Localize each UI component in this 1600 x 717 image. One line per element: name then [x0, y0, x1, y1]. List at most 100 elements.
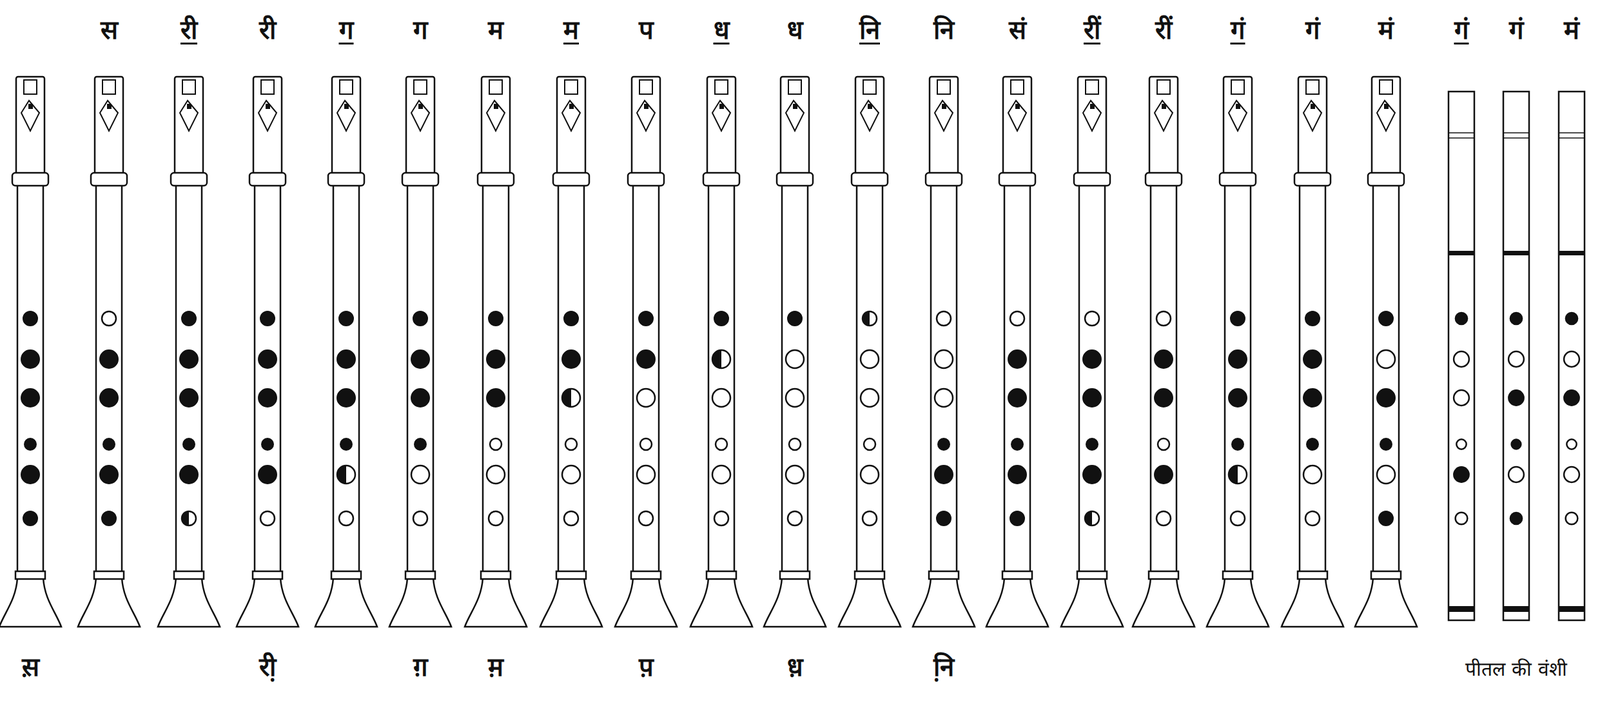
flute-body: [407, 184, 434, 575]
brass-flute: [1558, 91, 1585, 621]
foot-ring: [1077, 571, 1107, 579]
tube-line: [1503, 132, 1530, 134]
recorder-flute: [986, 76, 1049, 627]
labium: [636, 100, 655, 131]
closed-hole: [24, 438, 37, 450]
open-hole: [1456, 439, 1466, 449]
closed-hole: [258, 350, 277, 369]
tube-line: [1558, 132, 1585, 134]
labium: [1082, 100, 1102, 131]
tube-band: [1558, 250, 1585, 256]
flute-body: [96, 184, 122, 575]
half-hole-fill: [1228, 465, 1238, 484]
labium: [411, 100, 430, 131]
recorder-flute: [1355, 76, 1417, 627]
closed-hole: [23, 511, 38, 526]
note-label: नि: [933, 14, 955, 46]
recorder-flute: [157, 76, 220, 627]
closed-hole: [179, 388, 198, 407]
closed-hole: [1510, 512, 1523, 525]
joint-ring: [1367, 172, 1405, 186]
joint-ring: [627, 172, 664, 186]
open-hole: [1376, 350, 1396, 369]
half-hole: [337, 465, 356, 484]
closed-hole: [411, 350, 430, 369]
note-label: म: [563, 14, 579, 46]
closed-hole: [1565, 312, 1579, 325]
open-hole: [1376, 465, 1396, 484]
labium: [934, 100, 953, 131]
flute-body: [1373, 184, 1399, 575]
foot-ring: [1297, 571, 1328, 579]
closed-hole: [1380, 438, 1392, 450]
closed-hole: [1455, 312, 1468, 325]
bell: [315, 577, 378, 627]
half-hole: [1084, 511, 1100, 526]
closed-hole: [337, 350, 356, 369]
closed-hole: [101, 511, 117, 526]
bell: [540, 577, 603, 627]
foot-ring: [928, 571, 959, 579]
open-hole: [715, 438, 728, 450]
joint-ring: [703, 172, 740, 186]
flute-head: [1003, 76, 1032, 175]
foot-ring: [405, 571, 436, 579]
closed-hole: [339, 311, 354, 326]
windway: [1085, 79, 1099, 95]
tube-band: [1448, 605, 1475, 612]
open-hole: [1508, 351, 1524, 367]
flute-head: [1298, 76, 1327, 175]
windway: [1157, 79, 1171, 95]
windway: [182, 79, 196, 95]
tube-line: [1448, 137, 1475, 139]
closed-hole: [714, 311, 729, 326]
open-hole: [486, 465, 505, 484]
open-hole: [488, 511, 503, 526]
note-label: नि: [859, 14, 880, 46]
joint-ring: [328, 172, 365, 186]
labium: [337, 100, 356, 131]
closed-hole: [340, 438, 352, 450]
closed-hole: [1306, 438, 1319, 450]
open-hole: [936, 311, 951, 326]
flute-body: [856, 184, 883, 575]
open-hole: [565, 438, 577, 450]
recorder-flute: [389, 76, 452, 627]
note-label: स: [100, 14, 118, 46]
half-hole-fill: [862, 311, 870, 326]
recorder-flute: [540, 76, 603, 627]
joint-ring: [402, 172, 439, 186]
open-hole: [413, 511, 428, 526]
labium: [1303, 100, 1322, 131]
open-hole: [785, 465, 804, 484]
bell: [0, 577, 62, 627]
flute-head: [929, 76, 958, 175]
foot-ring: [1371, 571, 1401, 579]
tube-line: [1448, 132, 1475, 134]
joint-ring: [1073, 172, 1111, 186]
brass-tube: [1448, 91, 1475, 621]
open-hole: [787, 511, 802, 526]
foot-ring: [631, 571, 661, 579]
closed-hole: [1008, 465, 1027, 484]
closed-hole: [23, 311, 38, 326]
closed-hole: [1378, 311, 1394, 326]
flute-head: [1371, 76, 1401, 175]
closed-hole: [181, 311, 196, 326]
open-hole: [1455, 512, 1468, 525]
open-hole: [636, 388, 655, 407]
open-hole: [489, 438, 502, 450]
flute-body: [482, 184, 509, 575]
open-hole: [934, 388, 953, 407]
closed-hole: [1082, 465, 1102, 484]
flute-head: [1077, 76, 1107, 175]
flute-body: [1150, 184, 1177, 575]
open-hole: [638, 511, 654, 526]
flute-body: [558, 184, 585, 575]
closed-hole: [1230, 311, 1245, 326]
recorder-flute: [464, 76, 527, 627]
closed-hole: [1008, 388, 1027, 407]
closed-hole: [21, 388, 40, 407]
tube-band: [1503, 605, 1530, 612]
labium: [785, 100, 804, 131]
